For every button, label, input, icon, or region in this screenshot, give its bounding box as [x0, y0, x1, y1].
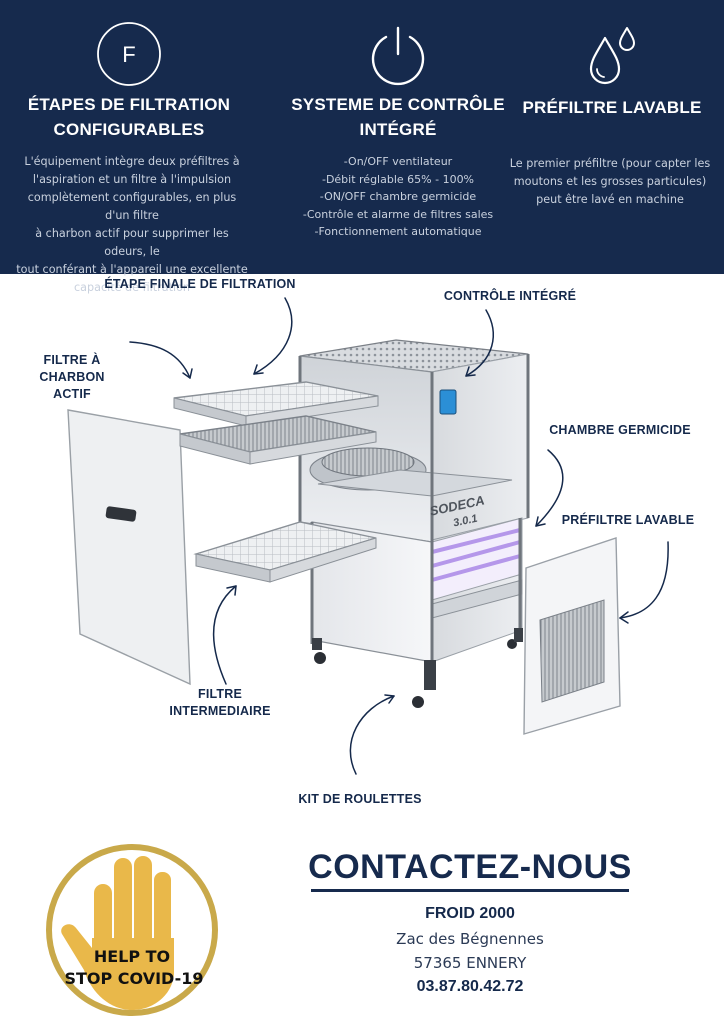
feature-description: L'équipement intègre deux préfiltres à l…	[14, 153, 250, 297]
uv-lamp	[431, 554, 521, 582]
description-line: capacité de filtration	[73, 281, 191, 294]
callout-control: CONTRÔLE INTÉGRÉ	[443, 289, 577, 303]
description-line: -Contrôle et alarme de filtres sales	[302, 207, 494, 221]
callout-wheels: KIT DE ROULETTES	[298, 792, 422, 806]
description-line: peut être lavé en machine	[536, 193, 684, 206]
feature-title-line: INTÉGRÉ	[359, 120, 437, 139]
feature-title-line: PRÉFILTRE LAVABLE	[522, 98, 702, 117]
description-line: Le premier préfiltre (pour capter les	[509, 157, 711, 170]
callout-final-stage: ÉTAPE FINALE DE FILTRATION	[104, 277, 296, 291]
cabinet: SODECA 3.0.1	[298, 339, 530, 708]
callout-arrows	[129, 297, 669, 775]
feature-description: Le premier préfiltre (pour capter les mo…	[504, 155, 716, 209]
brand-version: 3.0.1	[452, 513, 478, 530]
address-line-2: 57365 ENNERY	[413, 954, 527, 972]
description-line: L'équipement intègre deux préfiltres à	[24, 155, 240, 168]
description-line: -ON/OFF chambre germicide	[319, 190, 477, 203]
contact-title: CONTACTEZ-NOUS	[308, 848, 632, 886]
address-line-1: Zac des Bégnennes	[396, 930, 544, 948]
callout-line: INTERMEDIAIRE	[169, 704, 271, 718]
feature-title-line: ÉTAPES DE FILTRATION	[27, 95, 231, 114]
contact-title-underline	[311, 889, 629, 892]
air-purifier-illustration: SODECA 3.0.1	[67, 297, 669, 775]
uv-lamp	[431, 540, 521, 568]
covid-badge: HELP TO STOP COVID-19	[44, 842, 220, 1018]
feature-title: PRÉFILTRE LAVABLE	[500, 95, 724, 120]
feature-title: SYSTEME DE CONTRÔLE INTÉGRÉ	[280, 92, 516, 142]
wheels	[312, 628, 523, 708]
middle-shelf	[317, 469, 513, 497]
arrow-intermediate	[212, 585, 237, 685]
features-banner: F ÉTAPES DE FILTRATION CONFIGURABLES L'é…	[0, 0, 724, 294]
callout-intermediate: FILTRE INTERMEDIAIRE	[162, 686, 278, 720]
description-line: complètement configurables, en plus d'un…	[27, 191, 237, 222]
control-screen	[439, 389, 457, 415]
arrow-carbon	[129, 341, 191, 379]
arrow-final-stage	[253, 297, 293, 375]
callout-line: ACTIF	[53, 387, 91, 401]
letter-f-circle-icon: F	[94, 20, 164, 90]
arrow-control	[465, 309, 494, 377]
hand-icon	[61, 856, 174, 1010]
callout-germicide: CHAMBRE GERMICIDE	[549, 423, 691, 437]
callout-line: FILTRE	[197, 687, 243, 701]
icon-letter: F	[122, 42, 135, 67]
description-line: à charbon actif pour supprimer les odeur…	[35, 227, 229, 258]
description-line: moutons et les grosses particules)	[513, 175, 707, 188]
product-diagram: SODECA 3.0.1	[0, 274, 724, 822]
arrow-wheels	[349, 695, 395, 775]
callout-carbon-filter: FILTRE À CHARBON ACTIF	[26, 352, 118, 403]
uv-lamp	[431, 528, 521, 554]
badge-text-line-2: STOP COVID-19	[64, 969, 203, 988]
feature-title-line: SYSTEME DE CONTRÔLE	[291, 95, 505, 114]
company-name: FROID 2000	[425, 905, 515, 922]
arrow-prefilter	[619, 541, 669, 619]
intermediate-filter	[193, 521, 377, 583]
feature-title: ÉTAPES DE FILTRATION CONFIGURABLES	[0, 92, 258, 142]
feature-description: -On/OFF ventilateur -Débit réglable 65% …	[280, 153, 516, 241]
description-line: -On/OFF ventilateur	[343, 155, 453, 168]
callout-prefilter: PRÉFILTRE LAVABLE	[561, 513, 695, 527]
callout-line: FILTRE À	[43, 353, 101, 367]
door-handle	[105, 506, 137, 522]
description-line: -Fonctionnement automatique	[314, 225, 482, 238]
badge-text-line-1: HELP TO	[94, 947, 170, 966]
description-line: l'aspiration et un filtre à l'impulsion	[32, 173, 232, 186]
arrow-germicide	[535, 449, 564, 527]
callout-line: CHARBON	[39, 370, 105, 384]
description-line: tout conférant à l'appareil une excellen…	[16, 263, 248, 276]
prefilter-panel	[523, 537, 621, 735]
description-line: -Débit réglable 65% - 100%	[321, 172, 475, 186]
phone-number[interactable]: 03.87.80.42.72	[416, 978, 524, 995]
carbon-filter	[179, 415, 377, 465]
water-drops-icon	[577, 20, 647, 90]
door-panel	[67, 409, 191, 686]
side-door	[67, 409, 191, 686]
feature-title-line: CONFIGURABLES	[53, 120, 205, 139]
power-icon	[363, 20, 433, 90]
final-stage-filter	[173, 381, 379, 427]
